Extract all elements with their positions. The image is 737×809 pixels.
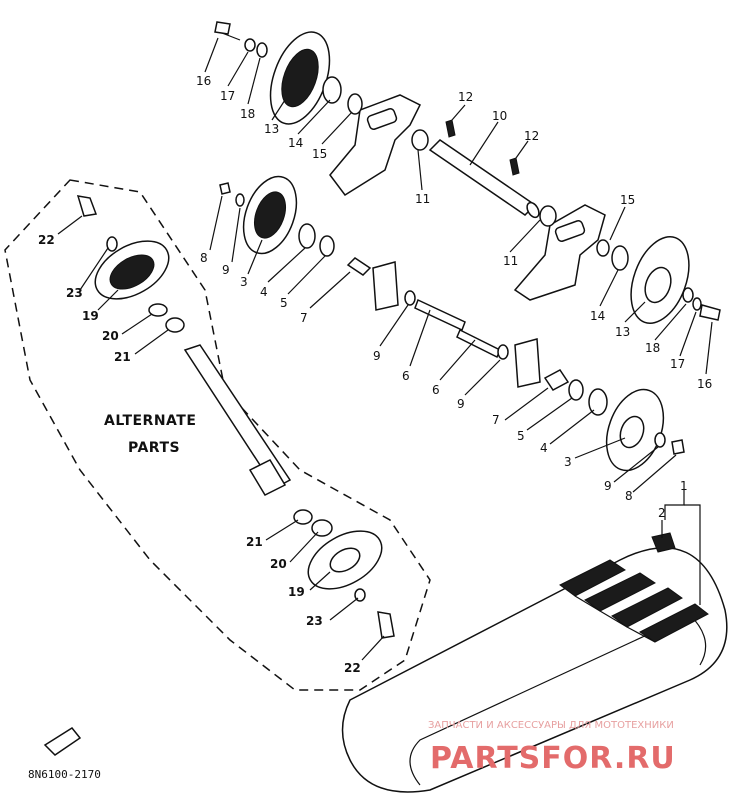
direction-tag-icon [43,727,82,756]
label-18b: 18 [645,341,660,355]
watermark-brand: PARTSFOR.RU [430,741,676,776]
alternate-parts-boundary [4,179,431,691]
label-16a: 16 [196,74,211,88]
middle-left-wheel-set [219,175,335,257]
label-19a: 19 [82,309,99,323]
part-labels: 16 17 18 13 14 15 12 10 12 11 11 15 8 9 … [38,74,712,675]
label-16b: 16 [697,377,712,391]
label-8b: 8 [625,489,633,503]
label-8a: 8 [200,251,208,265]
label-12a: 12 [458,90,473,104]
upper-bushing-right [539,205,557,227]
label-17b: 17 [670,357,685,371]
label-9c: 9 [457,397,465,411]
label-21a: 21 [114,350,131,364]
middle-axle-set [346,257,685,472]
label-11b: 11 [503,254,518,268]
label-13a: 13 [264,122,279,136]
label-13b: 13 [615,325,630,339]
label-9a: 9 [222,263,230,277]
label-20a: 20 [102,329,119,343]
upper-pin-left [445,119,456,138]
label-9b: 9 [373,349,381,363]
upper-left-wheel-set [214,21,363,125]
label-22a: 22 [38,233,55,247]
label-2: 2 [658,506,666,520]
label-19b: 19 [288,585,305,599]
label-10: 10 [492,109,507,123]
label-12b: 12 [524,129,539,143]
label-15b: 15 [620,193,635,207]
label-17a: 17 [220,89,235,103]
label-7b: 7 [492,413,500,427]
alternate-upper-wheel-set [76,195,185,333]
leader-lines [57,37,713,661]
drawing-code: 8N6100-2170 [28,768,101,781]
track-clip [651,532,676,553]
upper-right-bracket [513,204,606,301]
label-22b: 22 [344,661,361,675]
track-cleats [559,559,709,643]
label-20b: 20 [270,557,287,571]
label-14a: 14 [288,136,303,150]
label-3a: 3 [240,275,248,289]
upper-pin-right [509,157,520,176]
track-belt [341,546,728,793]
label-21b: 21 [246,535,263,549]
label-6b: 6 [432,383,440,397]
alternate-lower-wheel-set [293,509,395,639]
label-5b: 5 [517,429,525,443]
label-4a: 4 [260,285,268,299]
watermark-caption: ЗАПЧАСТИ И АКСЕССУАРЫ ДЛЯ МОТОТЕХНИКИ [428,720,674,731]
label-9d: 9 [604,479,612,493]
upper-bushing-left [411,129,429,151]
label-18a: 18 [240,107,255,121]
label-6a: 6 [402,369,410,383]
label-23a: 23 [66,286,83,300]
upper-left-bracket [329,94,422,197]
cross-shaft [428,139,540,219]
label-1: 1 [680,479,688,493]
label-11a: 11 [415,192,430,206]
label-3b: 3 [564,455,572,469]
upper-right-wheel-set [596,236,721,324]
label-14b: 14 [590,309,605,323]
label-7a: 7 [300,311,308,325]
alternate-parts-line1: ALTERNATE [104,413,196,429]
label-5a: 5 [280,296,288,310]
label-23b: 23 [306,614,323,628]
alternate-parts-line2: PARTS [128,440,180,456]
label-15a: 15 [312,147,327,161]
label-4b: 4 [540,441,548,455]
alternate-axle [183,344,292,496]
